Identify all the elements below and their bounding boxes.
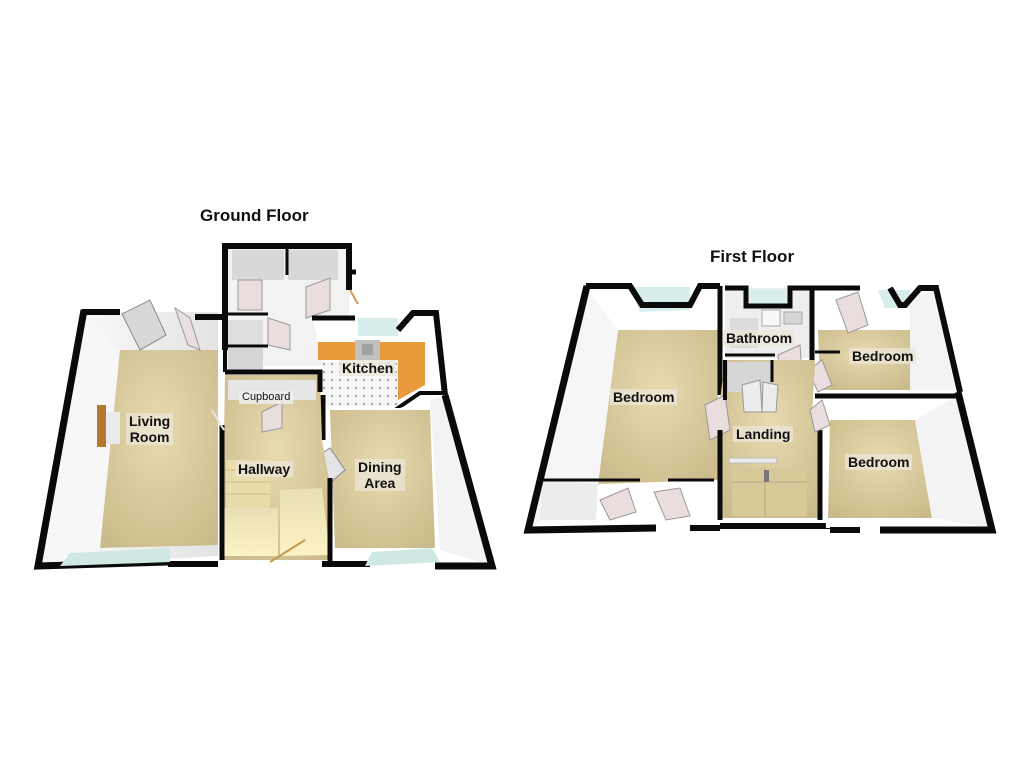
- room-label-line: Dining: [358, 459, 402, 475]
- ground-floor-title: Ground Floor: [200, 206, 309, 225]
- room-label-line: Bedroom: [613, 389, 675, 405]
- first-floor-title: First Floor: [710, 247, 795, 266]
- room-label-bathroom: Bathroom: [723, 330, 796, 346]
- room-label-living-room: Living Room: [126, 413, 174, 445]
- landing-area: [704, 360, 830, 529]
- room-label-landing: Landing: [733, 426, 794, 442]
- dining-area: [311, 394, 497, 570]
- kitchen-area: [312, 308, 448, 412]
- room-label-line: Landing: [736, 426, 791, 442]
- bedroom-2-area: [807, 285, 963, 393]
- room-label-kitchen: Kitchen: [339, 360, 397, 376]
- room-label-line: Bedroom: [848, 454, 910, 470]
- room-label-bedroom-2: Bedroom: [849, 348, 917, 364]
- room-label-line: Room: [129, 429, 170, 445]
- room-label-line: Living: [129, 413, 171, 429]
- room-label-bedroom-1: Bedroom: [610, 389, 678, 405]
- room-label-line: Cupboard: [242, 391, 291, 403]
- room-label-line: Bedroom: [852, 348, 914, 364]
- bedroom-1-area: [523, 283, 723, 534]
- room-label-hallway: Hallway: [235, 461, 294, 477]
- room-label-dining-area: Dining Area: [355, 459, 405, 491]
- room-label-cupboard: Cupboard: [239, 391, 294, 404]
- room-label-line: Bathroom: [726, 330, 793, 346]
- room-label-line: Hallway: [238, 461, 291, 477]
- room-label-line: Area: [364, 475, 396, 491]
- first-floor-plan: [523, 283, 997, 534]
- room-label-bedroom-3: Bedroom: [845, 454, 913, 470]
- ground-floor-plan: [33, 243, 497, 570]
- living-room-area: [33, 299, 222, 570]
- room-label-line: Kitchen: [342, 360, 394, 376]
